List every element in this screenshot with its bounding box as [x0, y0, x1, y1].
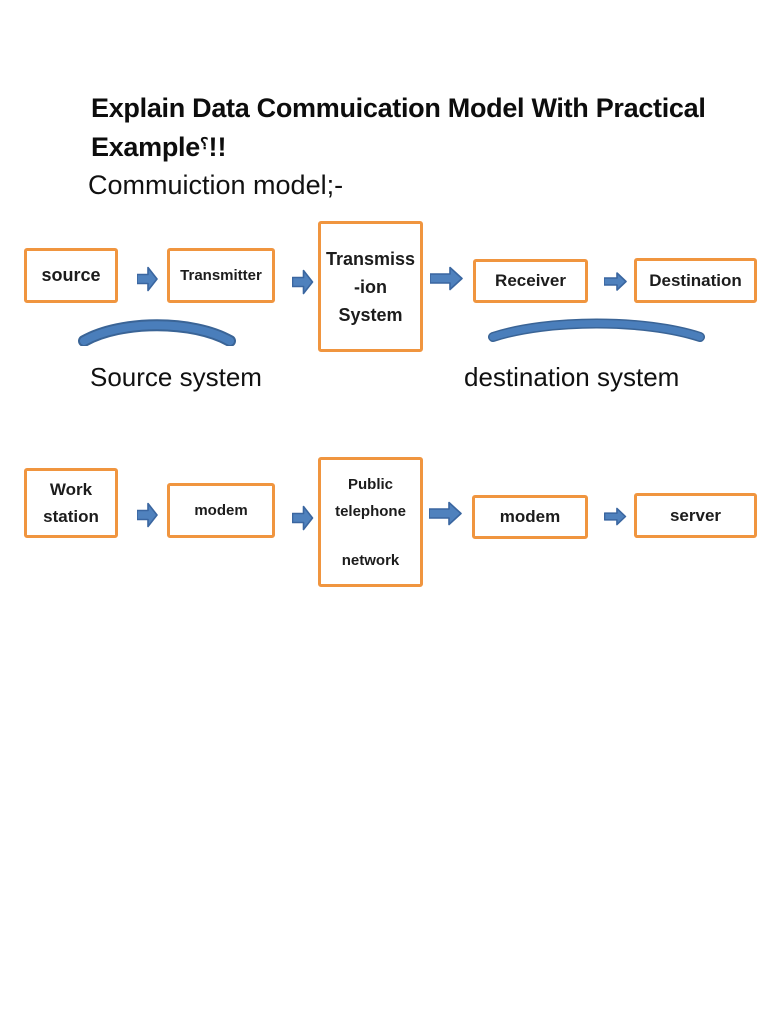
arrow-right-icon [429, 501, 462, 526]
arrow-right-icon [137, 502, 158, 528]
arrow-right-icon [292, 505, 314, 531]
modem-box-2: modem [472, 495, 588, 539]
arrow-right-icon [604, 271, 627, 292]
workstation-box: Work station [24, 468, 118, 538]
source-box: source [24, 248, 118, 303]
server-box: server [634, 493, 757, 538]
public-line2: telephone [335, 502, 406, 520]
workstation-line2: station [43, 507, 99, 526]
section-heading: Commuiction model;- [88, 170, 344, 200]
transmission-line3: System [338, 304, 403, 325]
source-system-label: Source system [90, 362, 262, 392]
arrow-right-icon [292, 269, 314, 295]
source-system-arc-icon [77, 317, 237, 346]
transmission-system-box: Transmiss -ion System [318, 221, 423, 352]
transmitter-box: Transmitter [167, 248, 275, 303]
workstation-line1: Work [49, 480, 93, 499]
page-title-line2: Example؟!! [91, 132, 227, 163]
modem-box-1-label: modem [194, 502, 248, 519]
transmission-line1: Transmiss [325, 248, 416, 269]
modem-box-2-label: modem [499, 507, 561, 526]
destination-system-label: destination system [464, 362, 680, 392]
transmission-line2: -ion [354, 276, 387, 297]
modem-box-1: modem [167, 483, 275, 538]
source-box-label: source [41, 265, 101, 285]
destination-system-arc-icon [486, 316, 707, 342]
public-telephone-network-box: Public telephone network [318, 457, 423, 587]
title-exclamation: !! [208, 132, 227, 162]
public-line3: network [341, 551, 400, 569]
public-line1: Public [347, 475, 393, 493]
destination-box: Destination [634, 258, 757, 303]
page-title-line1: Explain Data Commuication Model With Pra… [91, 93, 706, 123]
arrow-right-icon [430, 266, 463, 291]
receiver-box: Receiver [473, 259, 588, 303]
arabic-question-mark: ؟ [199, 136, 209, 153]
receiver-box-label: Receiver [495, 271, 566, 290]
arrow-right-icon [137, 266, 158, 292]
transmitter-box-label: Transmitter [180, 267, 262, 284]
destination-box-label: Destination [649, 270, 742, 290]
server-box-label: server [669, 505, 722, 525]
arrow-right-icon [604, 507, 627, 526]
title-word: Example [91, 132, 200, 162]
